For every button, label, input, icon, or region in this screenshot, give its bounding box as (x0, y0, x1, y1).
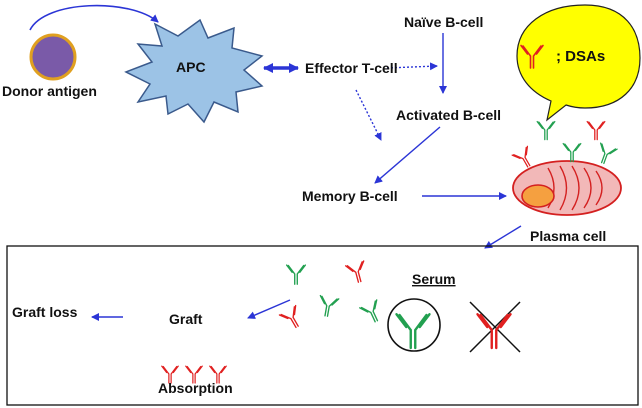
cross-line-2 (469, 301, 521, 353)
label-memory-b-cell: Memory B-cell (302, 188, 398, 204)
dotted-arrow-effector-to-memory (355, 89, 382, 141)
absorbed-antibody-icon (209, 365, 227, 384)
label-dsas: ; DSAs (556, 48, 605, 65)
graft-box (6, 245, 639, 406)
label-donor-antigen: Donor antigen (2, 83, 97, 99)
free-antibody-icon (285, 264, 307, 285)
free-antibody-icon (586, 120, 606, 141)
free-antibody-icon (359, 299, 379, 323)
dsa-speech-bubble (516, 4, 641, 122)
label-naive-b-cell: Naïve B-cell (404, 14, 483, 30)
label-graft-loss: Graft loss (12, 304, 78, 320)
bubble-antibody-icon (520, 44, 544, 69)
dotted-arrow-effector-to-bcell (386, 62, 438, 71)
label-apc: APC (176, 59, 206, 75)
antibody-layer (161, 44, 618, 384)
label-effector-t-cell: Effector T-cell (305, 60, 398, 76)
donor-antigen-cell (29, 33, 77, 81)
label-activated-b-cell: Activated B-cell (396, 107, 501, 123)
label-graft: Graft (169, 311, 203, 327)
free-antibody-icon (278, 304, 299, 329)
serum-antibody-icon (395, 313, 431, 350)
absorbed-antibody-icon (185, 365, 203, 384)
label-serum: Serum (412, 271, 456, 287)
plasma-cell (512, 160, 622, 216)
arrow-antigen-to-apc (29, 4, 159, 31)
serum-circle (387, 298, 441, 352)
free-antibody-icon (536, 120, 556, 141)
label-plasma-cell: Plasma cell (530, 228, 606, 244)
crossed-antibody-icon (476, 313, 512, 350)
arrow-antibodies-to-graft (247, 299, 291, 319)
free-antibody-icon (562, 142, 582, 163)
arrow-plasma-to-box (484, 225, 522, 249)
absorbed-antibody-icon (161, 365, 179, 384)
free-antibody-icon (511, 145, 531, 168)
apc-cell (124, 18, 264, 124)
free-antibody-icon (344, 260, 365, 283)
free-antibody-icon (319, 294, 340, 317)
label-absorption: Absorption (158, 380, 233, 396)
arrow-activated-to-memory (374, 126, 441, 184)
free-antibody-icon (599, 142, 618, 165)
